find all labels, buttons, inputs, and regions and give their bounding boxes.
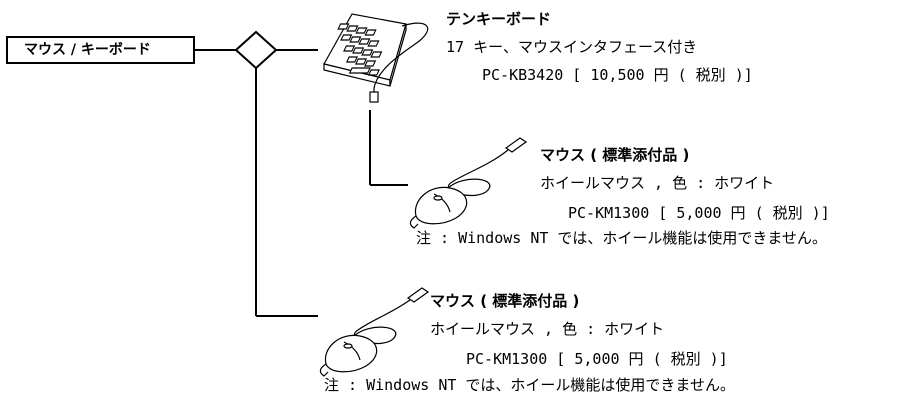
product-title: マウス ( 標準添付品 ): [540, 146, 690, 164]
product-title: マウス ( 標準添付品 ): [430, 292, 580, 310]
product-description: 17 キー、マウスインタフェース付き: [446, 38, 698, 56]
mouse-icon: [319, 287, 430, 377]
product-title: テンキーボード: [446, 10, 552, 28]
product-note: 注 : Windows NT では、ホイール機能は使用できません。: [416, 229, 827, 247]
mouse-icon: [409, 137, 528, 229]
product-note: 注 : Windows NT では、ホイール機能は使用できません。: [324, 376, 735, 394]
product-price: PC-KM1300 [ 5,000 円 ( 税別 )]: [568, 204, 830, 222]
category-label: マウス / キーボード: [6, 36, 195, 64]
product-price: PC-KB3420 [ 10,500 円 ( 税別 )]: [482, 66, 753, 84]
numeric-keypad-icon: [323, 13, 429, 103]
product-description: ホイールマウス , 色 : ホワイト: [540, 174, 775, 192]
product-description: ホイールマウス , 色 : ホワイト: [430, 320, 665, 338]
product-price: PC-KM1300 [ 5,000 円 ( 税別 )]: [466, 350, 728, 368]
